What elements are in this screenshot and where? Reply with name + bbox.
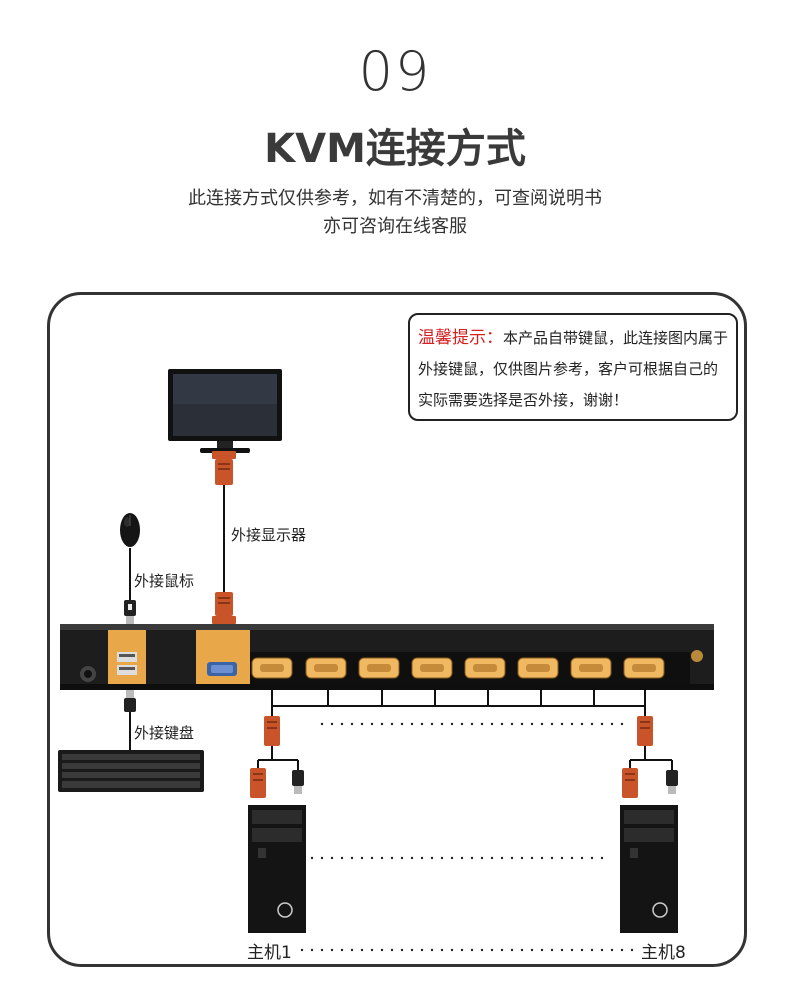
tip-box: 温馨提示：本产品自带键鼠，此连接图内属于外接键鼠，仅供图片参考，客户可根据自己的… — [408, 313, 738, 421]
vga-connector-icon — [264, 716, 280, 746]
monitor-label: 外接显示器 — [231, 526, 307, 544]
usb-connector-icon — [124, 600, 136, 624]
dotted-label-line — [300, 948, 634, 952]
tip-text: 本产品自带键鼠，此连接图内属于外接键鼠，仅供图片参考，客户可根据自己的实际需要选… — [418, 329, 729, 409]
dotted-host-line — [310, 856, 604, 860]
keyboard-label: 外接键盘 — [134, 724, 195, 742]
mouse-icon — [120, 513, 140, 547]
dotted-bus-line — [320, 722, 624, 726]
pc-tower-icon — [620, 805, 678, 933]
usb-connector-icon — [124, 690, 136, 712]
pc-tower-icon — [248, 805, 306, 933]
vga-connector-icon — [212, 592, 236, 624]
page-title: KVM连接方式 — [264, 126, 526, 172]
tip-label: 温馨提示： — [418, 328, 503, 348]
mouse-label: 外接鼠标 — [134, 572, 195, 590]
vga-connector-icon — [250, 768, 266, 798]
section-number: 09 — [358, 40, 432, 103]
subtitle-line-2: 亦可咨询在线客服 — [323, 216, 467, 237]
subtitle-line-1: 此连接方式仅供参考，如有不清楚的，可查阅说明书 — [188, 188, 602, 209]
kvm-switch-icon — [60, 624, 714, 690]
vga-connector-icon — [622, 768, 638, 798]
usb-connector-icon — [666, 770, 678, 794]
host-first-label: 主机1 — [247, 943, 292, 963]
usb-connector-icon — [292, 770, 304, 794]
keyboard-icon — [58, 750, 204, 792]
monitor-icon — [168, 369, 282, 453]
vga-connector-icon — [637, 716, 653, 746]
vga-connector-icon — [212, 451, 236, 485]
host-last-label: 主机8 — [641, 943, 686, 963]
